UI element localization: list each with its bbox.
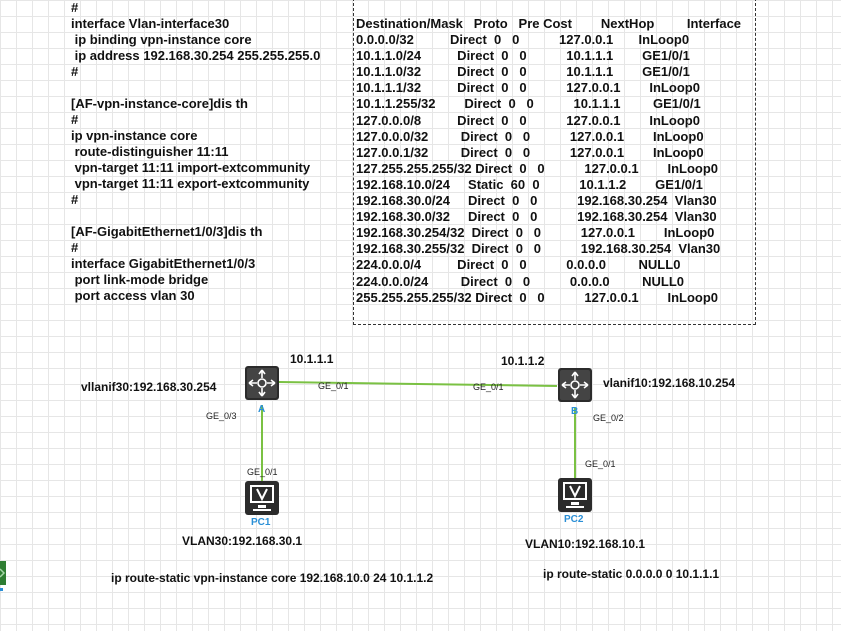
- port-label-pc2-b: GE_0/1: [585, 459, 616, 469]
- routing-table-row: 127.255.255.255/32 Direct 0 0 127.0.0.1 …: [356, 160, 719, 176]
- pc1-name: PC1: [251, 517, 271, 528]
- routing-table-row: 192.168.30.0/24 Direct 0 0 192.168.30.25…: [356, 193, 717, 209]
- port-label-b-a: GE_0/1: [473, 382, 504, 392]
- config-line: [AF-vpn-instance-core]dis th: [71, 96, 248, 111]
- pc-icon: [245, 481, 279, 515]
- routing-table-row: 224.0.0.0/24 Direct 0 0 0.0.0.0 NULL0: [356, 273, 685, 289]
- config-line: #: [71, 192, 79, 207]
- router-a[interactable]: [244, 365, 280, 406]
- routing-table: Destination/Mask Proto Pre Cost NextHop …: [356, 16, 741, 306]
- router-b[interactable]: [557, 367, 593, 408]
- pc1[interactable]: [244, 480, 280, 521]
- routing-table-row: 127.0.0.0/32 Direct 0 0 127.0.0.1 InLoop…: [356, 128, 704, 144]
- routing-table-row: 192.168.10.0/24 Static 60 0 10.1.1.2 GE1…: [356, 176, 703, 192]
- routing-table-row: 10.1.1.255/32 Direct 0 0 10.1.1.1 GE1/0/…: [356, 96, 701, 112]
- port-label-a-pc1: GE_0/3: [206, 411, 237, 421]
- router-a-name: A: [258, 404, 266, 415]
- port-label-a-b: GE_0/1: [318, 381, 349, 391]
- routing-table-row: 127.0.0.0/8 Direct 0 0 127.0.0.1 InLoop0: [356, 112, 700, 128]
- port-label-pc1-a: GE_0/1: [247, 467, 278, 477]
- routing-table-row: 10.1.1.0/32 Direct 0 0 10.1.1.1 GE1/0/1: [356, 64, 690, 80]
- config-line: ip binding vpn-instance core: [71, 32, 252, 47]
- config-line: interface Vlan-interface30: [71, 16, 230, 31]
- routing-table-row: Destination/Mask Proto Pre Cost NextHop …: [356, 16, 742, 31]
- link-a-b[interactable]: [278, 381, 558, 387]
- pc2-name: PC2: [564, 514, 584, 525]
- routing-table-row: 10.1.1.1/32 Direct 0 0 127.0.0.1 InLoop0: [356, 80, 700, 96]
- partial-device-icon: [0, 561, 6, 591]
- router-a-vlanif: vllanif30:192.168.30.254: [81, 380, 217, 394]
- routing-table-row: 192.168.30.0/32 Direct 0 0 192.168.30.25…: [356, 209, 717, 225]
- routing-table-row: 255.255.255.255/32 Direct 0 0 127.0.0.1 …: [356, 289, 719, 305]
- config-line: interface GigabitEthernet1/0/3: [71, 256, 256, 271]
- routing-table-row: 0.0.0.0/32 Direct 0 0 127.0.0.1 InLoop0: [356, 32, 690, 48]
- router-b-name: B: [571, 406, 579, 417]
- router-icon: [245, 366, 279, 400]
- config-text: #interface Vlan-interface30 ip binding v…: [71, 0, 320, 304]
- pc1-vlan: VLAN30:192.168.30.1: [182, 534, 303, 548]
- config-line: #: [71, 240, 79, 255]
- config-line: port link-mode bridge: [71, 272, 209, 287]
- routing-table-row: 192.168.30.254/32 Direct 0 0 127.0.0.1 I…: [356, 225, 715, 241]
- config-line: vpn-target 11:11 export-extcommunity: [71, 176, 310, 191]
- config-line: [AF-GigabitEthernet1/0/3]dis th: [71, 224, 263, 239]
- router-icon: [558, 368, 592, 402]
- config-line: port access vlan 30: [71, 288, 195, 303]
- config-line: route-distinguisher 11:11: [71, 144, 229, 159]
- routing-table-row: 127.0.0.1/32 Direct 0 0 127.0.0.1 InLoop…: [356, 144, 704, 160]
- routing-table-row: 10.1.1.0/24 Direct 0 0 10.1.1.1 GE1/0/1: [356, 48, 690, 64]
- pc1-route: ip route-static vpn-instance core 192.16…: [111, 571, 434, 585]
- router-a-ip: 10.1.1.1: [290, 352, 334, 366]
- router-b-ip: 10.1.1.2: [501, 354, 545, 368]
- config-line: #: [71, 0, 79, 15]
- routing-table-row: 224.0.0.0/4 Direct 0 0 0.0.0.0 NULL0: [356, 257, 681, 273]
- config-line: ip address 192.168.30.254 255.255.255.0: [71, 48, 321, 63]
- router-b-vlanif: vlanif10:192.168.10.254: [603, 376, 736, 390]
- pc2-vlan: VLAN10:192.168.10.1: [525, 537, 646, 551]
- routing-table-row: 192.168.30.255/32 Direct 0 0 192.168.30.…: [356, 241, 721, 257]
- pc2[interactable]: [557, 477, 593, 518]
- pc-icon: [558, 478, 592, 512]
- port-label-b-pc2: GE_0/2: [593, 413, 624, 423]
- config-line: #: [71, 112, 79, 127]
- config-line: ip vpn-instance core: [71, 128, 198, 143]
- routing-table-frame: [353, 0, 756, 325]
- config-line: #: [71, 64, 79, 79]
- pc2-route: ip route-static 0.0.0.0 0 10.1.1.1: [543, 567, 720, 581]
- config-line: vpn-target 11:11 import-extcommunity: [71, 160, 311, 175]
